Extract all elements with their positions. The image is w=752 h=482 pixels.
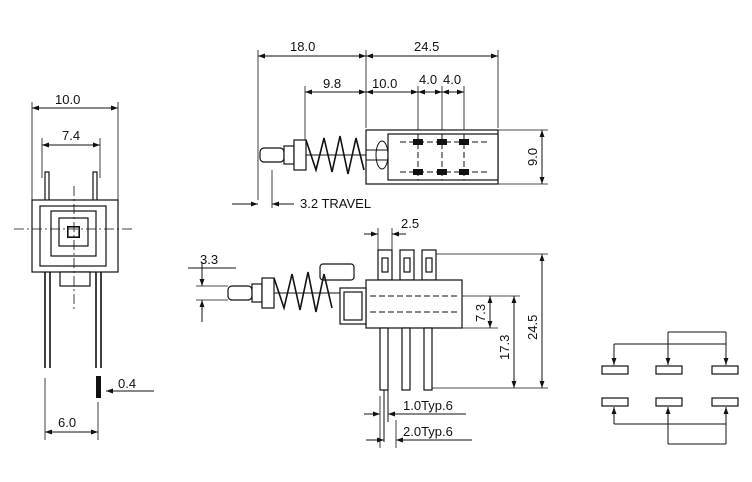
side-view: 2.5 3.3 — [188, 216, 548, 448]
dim-spring: 9.8 — [323, 76, 341, 91]
dim-travel: 3.2 TRAVEL — [300, 196, 371, 211]
dim-pin-thickness: 0.4 — [118, 376, 136, 391]
dim-pin-pitch: 2.0Typ.6 — [403, 424, 453, 439]
contact-pad — [601, 397, 629, 407]
contact-schematic — [601, 331, 739, 445]
contact-pad — [655, 365, 683, 375]
dim-pitch-a: 4.0 — [419, 72, 437, 87]
dim-total: 24.5 — [525, 315, 540, 340]
pin-thickness-marker — [96, 376, 101, 398]
front-view: 10.0 7.4 0.4 6.0 — [14, 92, 154, 440]
dim-body-length: 24.5 — [414, 39, 439, 54]
dim-width-inner: 7.4 — [62, 128, 80, 143]
contact-pad — [711, 365, 739, 375]
contact-pad — [655, 397, 683, 407]
dim-first-pitch: 10.0 — [372, 76, 397, 91]
dim-width-outer: 10.0 — [55, 92, 80, 107]
dim-lower: 17.3 — [497, 335, 512, 360]
dim-stem-length: 18.0 — [290, 39, 315, 54]
contact-pad — [601, 365, 629, 375]
contact-pad — [711, 397, 739, 407]
dim-upper: 7.3 — [473, 304, 488, 322]
dim-height: 9.0 — [525, 148, 540, 166]
top-view: 18.0 24.5 9.8 10.0 4.0 4.0 — [232, 39, 548, 211]
dim-stem-dia: 3.3 — [200, 252, 218, 267]
dim-pin-offset: 6.0 — [58, 415, 76, 430]
dim-pitch-b: 4.0 — [443, 72, 461, 87]
dim-terminal-width: 2.5 — [401, 216, 419, 231]
dim-pin-width: 1.0Typ.6 — [403, 398, 453, 413]
